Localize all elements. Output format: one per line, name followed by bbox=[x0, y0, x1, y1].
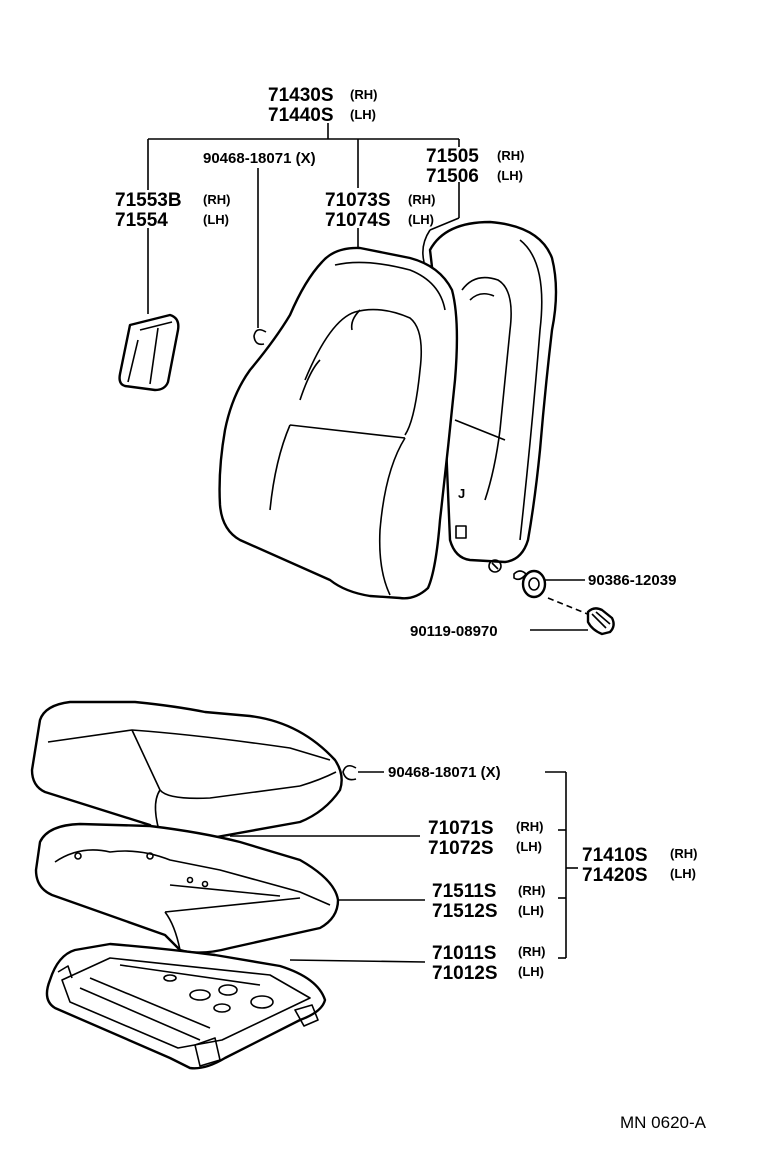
cushion-pad-drawing bbox=[34, 822, 340, 954]
suffix-lh: (LH) bbox=[516, 839, 542, 854]
label-bolt[interactable]: 90119-08970 bbox=[410, 623, 498, 640]
label-cover-cushion[interactable]: 71071S (RH) 71072S (LH) bbox=[428, 818, 543, 859]
part-number-rh: 71011S bbox=[432, 943, 496, 964]
part-number-lh: 71074S bbox=[325, 210, 391, 231]
seatback-cover-drawing bbox=[218, 246, 459, 600]
label-seatback-assy[interactable]: 71430S (RH) 71440S (LH) bbox=[268, 85, 377, 126]
part-number-rh: 71071S bbox=[428, 818, 494, 839]
label-cushion-assy[interactable]: 71410S (RH) 71420S (LH) bbox=[582, 845, 697, 886]
part-number-rh: 71430S bbox=[268, 85, 334, 106]
suffix-rh: (RH) bbox=[408, 192, 435, 207]
label-pad-back[interactable]: 71505 (RH) 71506 (LH) bbox=[426, 146, 524, 187]
suffix-rh: (RH) bbox=[350, 87, 377, 102]
suffix-rh: (RH) bbox=[497, 148, 524, 163]
hog-ring-lower-drawing bbox=[342, 764, 357, 781]
label-pad-cushion[interactable]: 71511S (RH) 71512S (LH) bbox=[432, 881, 545, 922]
label-hog-ring-upper[interactable]: 90468-18071 (X) bbox=[203, 150, 316, 167]
label-hog-ring-lower[interactable]: 90468-18071 (X) bbox=[388, 764, 501, 781]
part-number: 90468-18071 (X) bbox=[203, 150, 316, 167]
diagram-code: MN 0620-A bbox=[620, 1113, 707, 1132]
side-panel-drawing bbox=[118, 313, 180, 392]
suffix-rh: (RH) bbox=[516, 819, 543, 834]
suffix-rh: (RH) bbox=[518, 883, 545, 898]
seatback-pad-drawing: J bbox=[428, 220, 558, 573]
part-number-lh: 71554 bbox=[115, 210, 168, 231]
hog-ring-upper-drawing bbox=[253, 328, 267, 346]
cushion-cover-drawing bbox=[30, 700, 343, 845]
suffix-lh: (LH) bbox=[408, 212, 434, 227]
part-number-rh: 71553B bbox=[115, 190, 182, 211]
suffix-lh: (LH) bbox=[518, 903, 544, 918]
part-number: 90468-18071 (X) bbox=[388, 764, 501, 781]
suffix-lh: (LH) bbox=[350, 107, 376, 122]
suffix-rh: (RH) bbox=[203, 192, 230, 207]
label-side-panel[interactable]: 71553B (RH) 71554 (LH) bbox=[115, 190, 230, 231]
part-number-lh: 71506 bbox=[426, 166, 479, 187]
part-number-lh: 71420S bbox=[582, 865, 648, 886]
part-number-rh: 71505 bbox=[426, 146, 479, 167]
svg-text:J: J bbox=[458, 486, 465, 501]
leader-lines bbox=[147, 123, 591, 963]
label-bushing[interactable]: 90386-12039 bbox=[588, 572, 676, 589]
part-number: 90386-12039 bbox=[588, 572, 676, 589]
label-frame-cushion[interactable]: 71011S (RH) 71012S (LH) bbox=[432, 943, 545, 984]
suffix-lh: (LH) bbox=[518, 964, 544, 979]
bushing-drawing bbox=[513, 569, 547, 599]
part-number-rh: 71073S bbox=[325, 190, 391, 211]
part-number-lh: 71512S bbox=[432, 901, 498, 922]
suffix-lh: (LH) bbox=[670, 866, 696, 881]
part-number-lh: 71440S bbox=[268, 105, 334, 126]
part-number: 90119-08970 bbox=[410, 623, 498, 640]
bolt-drawing bbox=[586, 607, 615, 636]
part-number-lh: 71072S bbox=[428, 838, 494, 859]
cushion-frame-drawing bbox=[45, 942, 327, 1070]
suffix-rh: (RH) bbox=[518, 944, 545, 959]
suffix-lh: (LH) bbox=[497, 168, 523, 183]
part-number-rh: 71511S bbox=[432, 881, 496, 902]
label-cover-back[interactable]: 71073S (RH) 71074S (LH) bbox=[325, 190, 435, 231]
suffix-lh: (LH) bbox=[203, 212, 229, 227]
part-number-rh: 71410S bbox=[582, 845, 648, 866]
part-number-lh: 71012S bbox=[432, 963, 498, 984]
suffix-rh: (RH) bbox=[670, 846, 697, 861]
